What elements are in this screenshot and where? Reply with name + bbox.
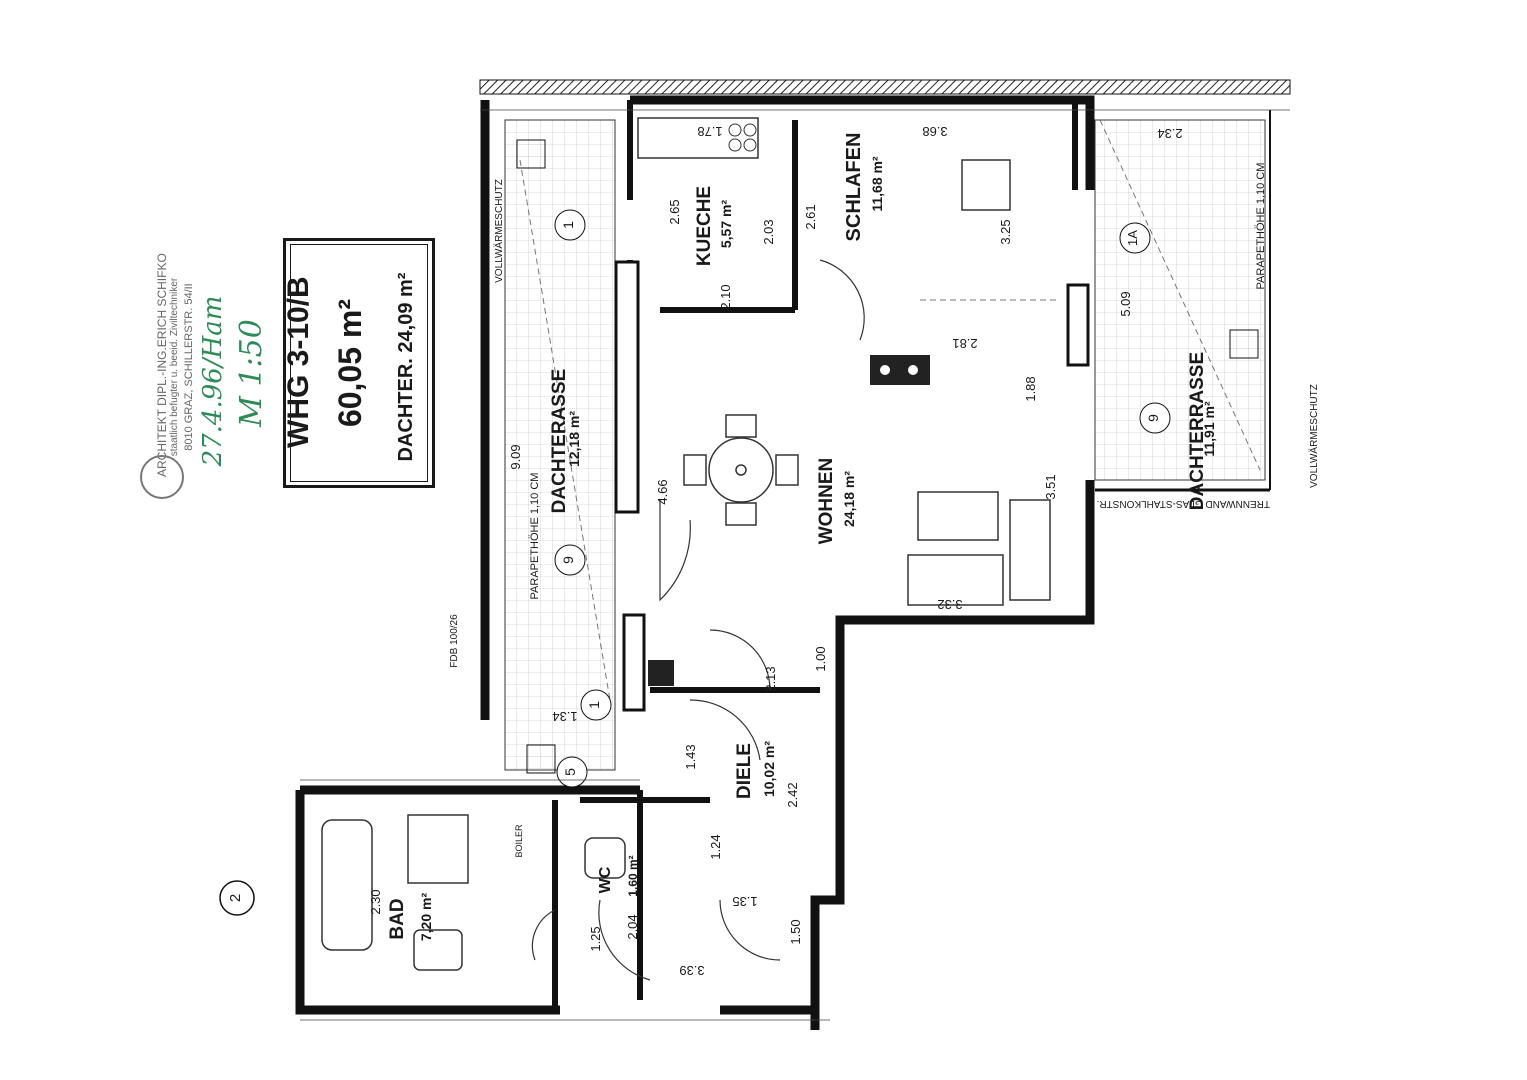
terrace-area: DACHTER. 24,09 m² bbox=[395, 272, 417, 462]
room-living-area: 24,18 m² bbox=[841, 470, 857, 528]
marker-one-a bbox=[1119, 222, 1151, 254]
dim-2-13: 2.13 bbox=[763, 666, 778, 692]
dim-2-61: 2.61 bbox=[803, 204, 818, 230]
dim-1-43: 1.43 bbox=[683, 744, 698, 770]
sofas bbox=[907, 159, 1051, 606]
dim-3-25: 3.25 bbox=[998, 219, 1013, 245]
parapet-label-right: PARAPETHÖHE 1,10 CM bbox=[1255, 162, 1267, 290]
insulation-label: VOLLWÄRMESCHUTZ bbox=[494, 179, 505, 283]
dim-2-30: 2.30 bbox=[368, 889, 383, 915]
column bbox=[622, 613, 646, 712]
room-terrace-right-area: 11,91 m² bbox=[1201, 401, 1217, 457]
terrace-right-tiles bbox=[1094, 119, 1266, 481]
column bbox=[614, 260, 640, 514]
room-wc-area: 1,60 m² bbox=[626, 855, 640, 897]
chimney bbox=[648, 660, 674, 686]
room-bath-name: BAD bbox=[387, 898, 408, 940]
marker-nine-left bbox=[554, 544, 586, 576]
bath-fixtures bbox=[321, 814, 626, 971]
marker-nine-left-label: 9 bbox=[560, 556, 576, 564]
room-living-name: WOHNEN bbox=[816, 457, 837, 545]
architect-logo-icon bbox=[140, 455, 184, 499]
dim-2-34: 2.34 bbox=[1157, 126, 1183, 141]
title-block-inner bbox=[290, 244, 428, 482]
architect-line1: ARCHITEKT DIPL.-ING.ERICH SCHIFKO bbox=[155, 253, 169, 477]
marker-two bbox=[219, 880, 255, 916]
room-kitchen-name: KUECHE bbox=[694, 185, 715, 267]
marker-nine-right-label: 9 bbox=[1145, 414, 1161, 422]
architect-line3: 8010 GRAZ, SCHILLERSTR. 54/II bbox=[183, 283, 195, 451]
dim-2-10: 2.10 bbox=[718, 284, 733, 310]
room-bedroom-area: 11,68 m² bbox=[869, 156, 885, 212]
unit-area: 60,05 m² bbox=[332, 298, 368, 428]
marker-one-lower bbox=[580, 689, 612, 721]
handwritten-date: 27.4.96/Ham bbox=[198, 295, 228, 467]
dim-1-35: 1.35 bbox=[732, 894, 758, 909]
insulation-label-right: VOLLWÄRMESCHUTZ bbox=[1309, 384, 1320, 488]
doors bbox=[531, 259, 865, 981]
architect-line2: staatlich befugter u. beeid. Ziviltechni… bbox=[169, 277, 180, 457]
marker-one-lower-label: 1 bbox=[586, 701, 602, 709]
marker-five bbox=[556, 756, 588, 788]
dim-1-25: 1.25 bbox=[588, 926, 603, 952]
room-hall-name: DIELE bbox=[734, 743, 755, 799]
unit-label: WHG 3-10/B bbox=[282, 276, 315, 448]
gully-left bbox=[516, 139, 546, 169]
marker-five-label: 5 bbox=[562, 768, 578, 776]
gully-right bbox=[1229, 329, 1259, 359]
marker-one-left-label: 1 bbox=[560, 221, 576, 229]
walls bbox=[295, 95, 1095, 1030]
dim-2-81: 2.81 bbox=[952, 336, 978, 351]
fdb-label: FDB 100/26 bbox=[449, 614, 460, 668]
chimney-right bbox=[870, 355, 930, 385]
dim-4-66: 4.66 bbox=[655, 479, 670, 505]
dim-1-78: 1.78 bbox=[697, 124, 723, 139]
dim-2-04: 2.04 bbox=[625, 914, 640, 940]
column bbox=[1066, 283, 1090, 367]
marker-one-left bbox=[554, 209, 586, 241]
top-parapet bbox=[479, 79, 1291, 95]
dim-1-00: 1.00 bbox=[813, 646, 828, 672]
dim-2-65: 2.65 bbox=[667, 199, 682, 225]
room-bedroom-name: SCHLAFEN bbox=[843, 132, 865, 242]
dim-2-42: 2.42 bbox=[785, 782, 800, 808]
room-terrace-left-area: 12,18 m² bbox=[566, 410, 582, 468]
dim-5-09: 5.09 bbox=[1118, 291, 1133, 317]
dining-table bbox=[683, 414, 799, 526]
parapet-label: PARAPETHÖHE 1,10 CM bbox=[529, 472, 541, 600]
dim-1-50: 1.50 bbox=[788, 919, 803, 945]
dim-3-32: 3.32 bbox=[937, 597, 963, 612]
dim-9-09: 9.09 bbox=[508, 444, 523, 470]
room-hall-area: 10,02 m² bbox=[761, 740, 777, 798]
room-bath-area: 7,20 m² bbox=[418, 892, 434, 942]
handwritten-scale: M 1:50 bbox=[234, 319, 269, 427]
dim-3-39: 3.39 bbox=[679, 963, 705, 978]
dim-3-68: 3.68 bbox=[922, 124, 948, 139]
marker-nine-right bbox=[1139, 402, 1171, 434]
boiler-label: BOILER bbox=[514, 824, 524, 858]
marker-two-label: 2 bbox=[227, 893, 244, 903]
room-wc-name: WC bbox=[597, 866, 614, 894]
dim-2-03: 2.03 bbox=[761, 219, 776, 245]
marker-one-a-label: 1A bbox=[1125, 230, 1140, 246]
partition-label: TRENNWAND GLAS-STAHLKONSTR. bbox=[1096, 498, 1270, 509]
kitchen-counter bbox=[637, 117, 759, 159]
dim-1-88: 1.88 bbox=[1023, 376, 1038, 402]
dim-1-24: 1.24 bbox=[708, 834, 723, 860]
dim-1-34: 1.34 bbox=[552, 709, 578, 724]
title-block bbox=[283, 238, 435, 488]
gully-left-2 bbox=[526, 744, 556, 774]
dim-3-51: 3.51 bbox=[1043, 474, 1058, 500]
room-kitchen-area: 5,57 m² bbox=[718, 199, 734, 249]
